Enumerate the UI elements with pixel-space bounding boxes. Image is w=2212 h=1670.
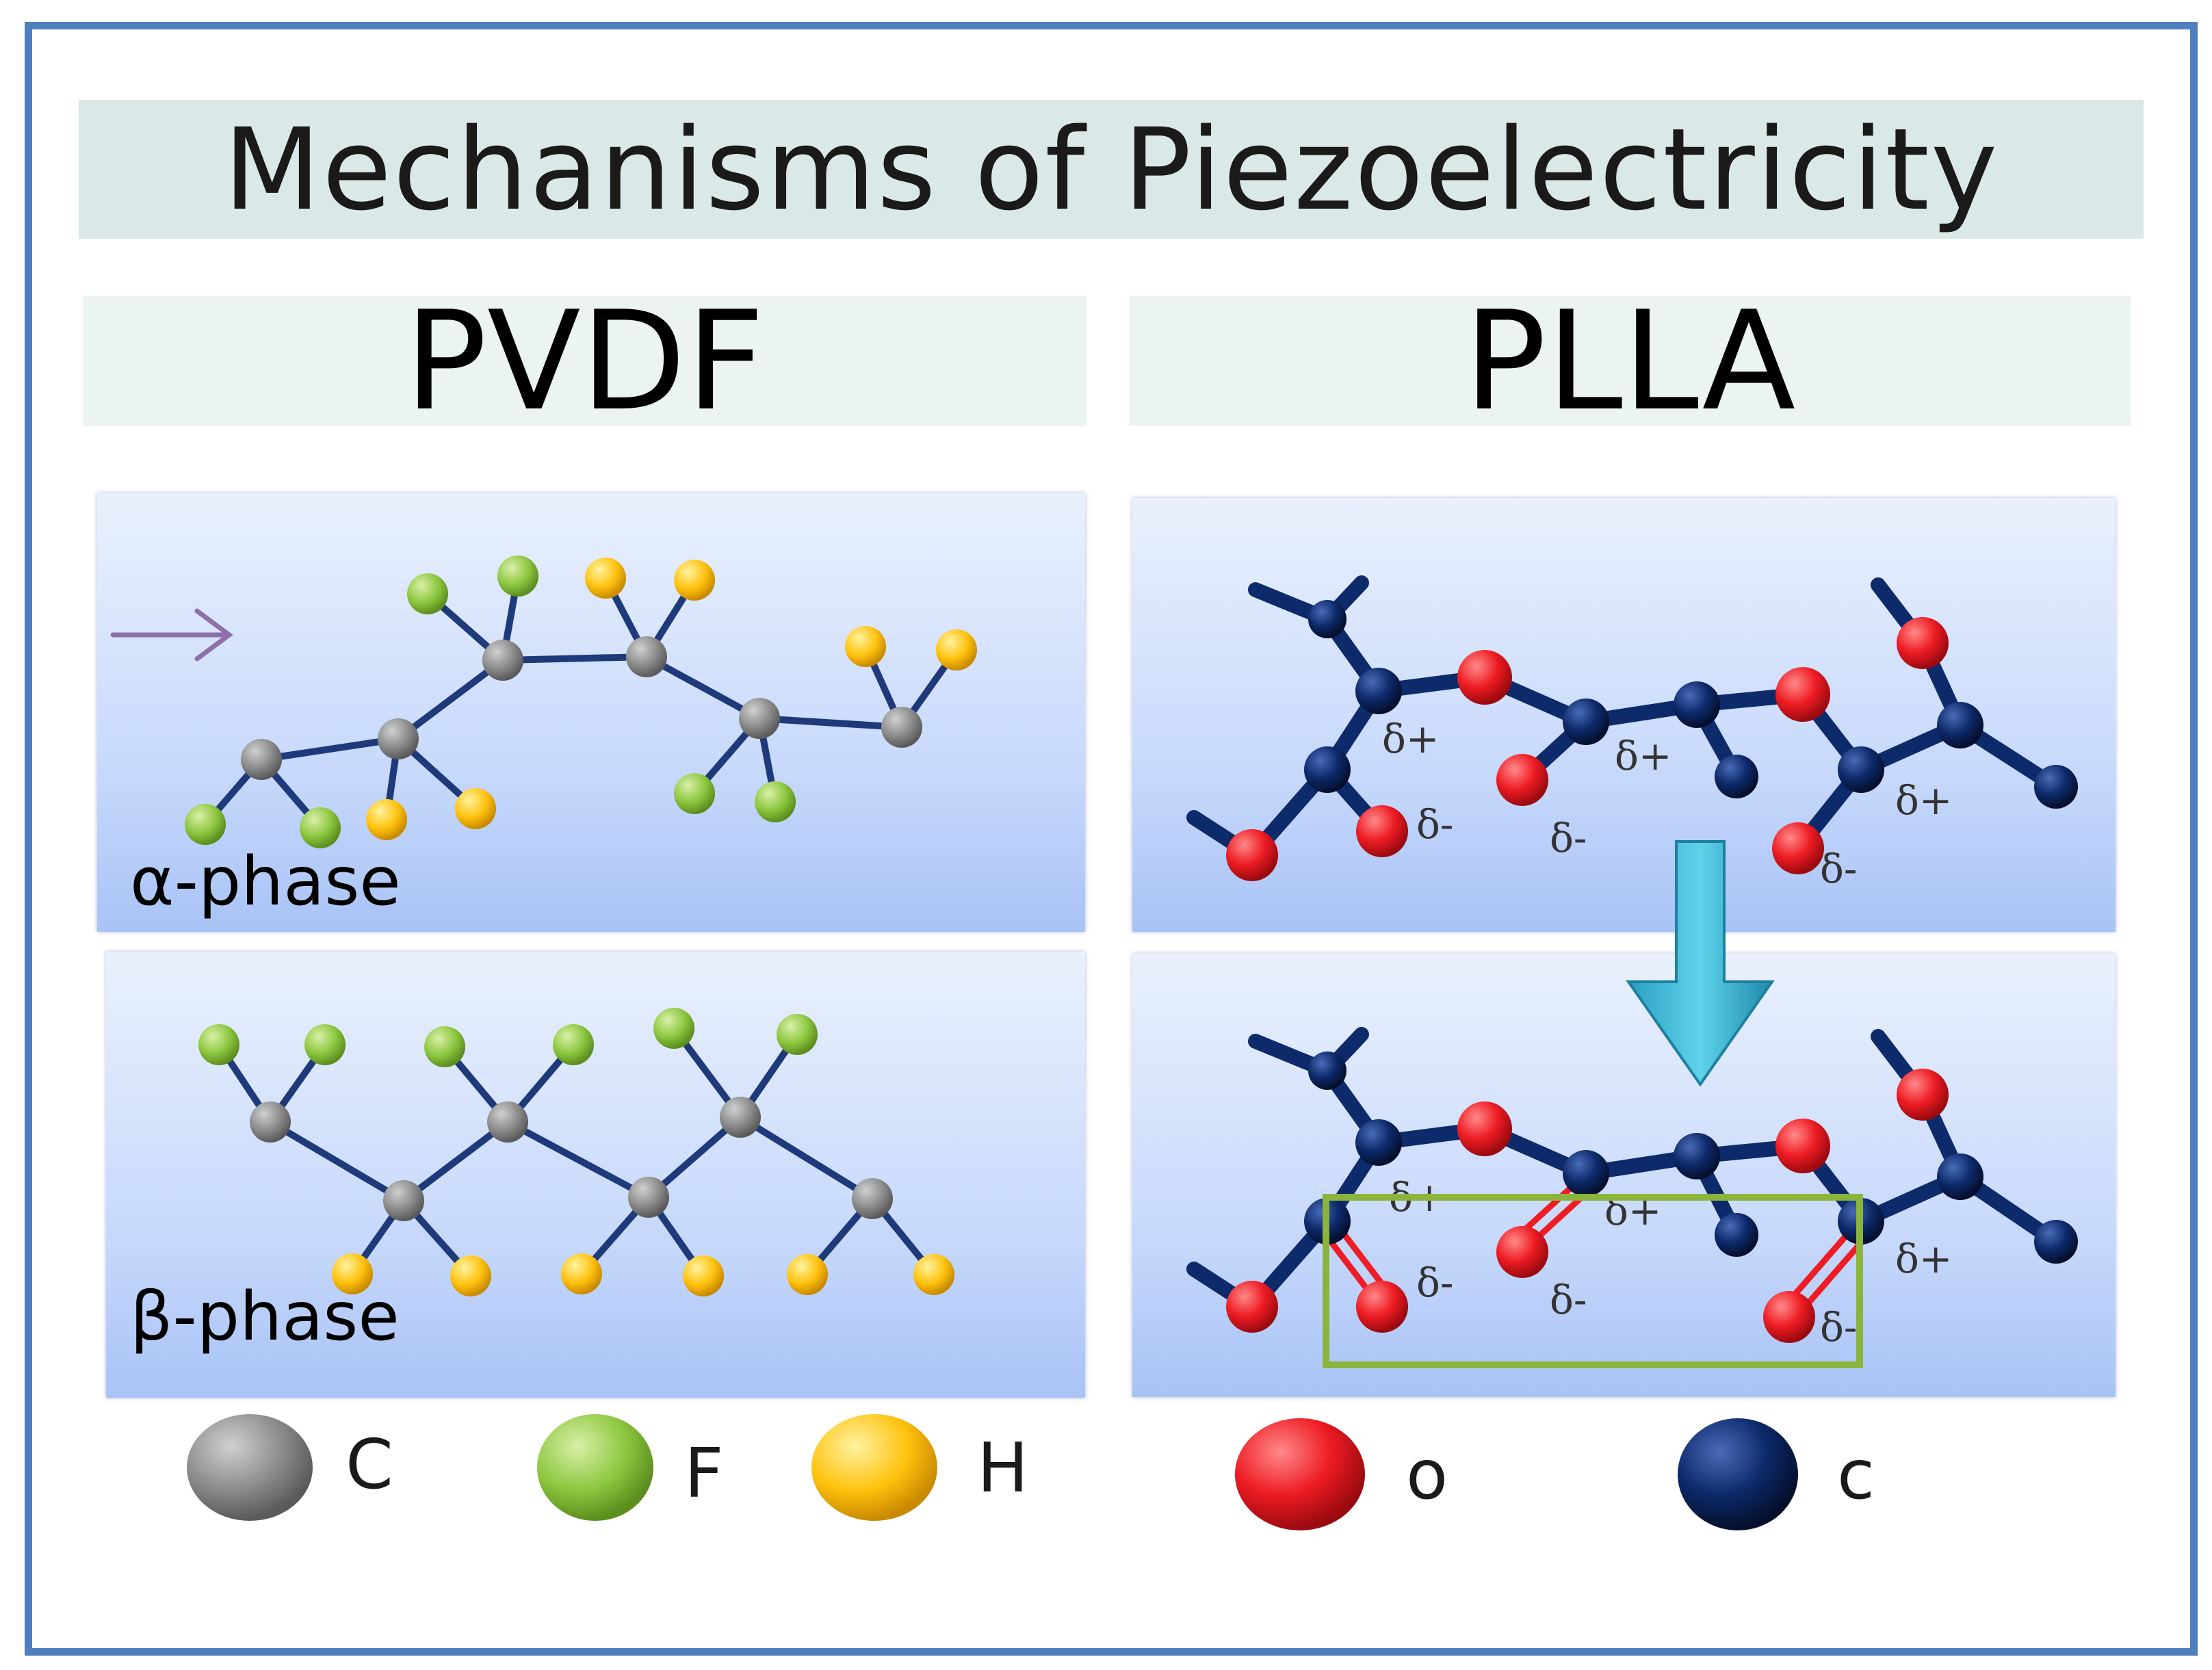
hydrogen-atoms [332, 1253, 954, 1296]
svg-text:δ-: δ- [1416, 1260, 1454, 1306]
svg-text:δ+: δ+ [1895, 1236, 1953, 1282]
plla-heading: PLLA [1129, 282, 2131, 441]
plla-bottom-molecule: δ+ δ- δ+ δ- δ+ δ- [1186, 1027, 2078, 1368]
legend-c-label: C [346, 1424, 393, 1504]
svg-text:δ+: δ+ [1895, 777, 1953, 824]
svg-text:δ-: δ- [1550, 1277, 1587, 1323]
svg-text:δ-: δ- [1820, 846, 1858, 892]
pvdf-alpha-molecule [185, 556, 977, 848]
alpha-phase-label: α-phase [130, 843, 401, 921]
purple-arrow-icon [110, 608, 233, 662]
fluorine-atoms [198, 1008, 818, 1067]
svg-text:δ-: δ- [1820, 1304, 1858, 1351]
carbon-atoms [241, 636, 922, 780]
plla-heading-label: PLLA [1463, 281, 1796, 441]
highlight-box [1323, 1194, 1863, 1368]
carbon-atoms [1304, 1052, 2078, 1264]
charge-labels: δ+ δ- δ+ δ- δ+ δ- [1382, 716, 1953, 892]
legend-plla: o c [1235, 1418, 1875, 1530]
svg-text:δ-: δ- [1416, 801, 1454, 848]
legend-pvdf: C F H [187, 1414, 1028, 1521]
carbon-atoms [1304, 600, 2078, 809]
title-bar: Mechanisms of Piezoelectricity [79, 100, 2144, 239]
pvdf-beta-panel [106, 952, 1085, 1398]
hydrogen-atoms [366, 558, 977, 840]
svg-text:δ+: δ+ [1382, 716, 1440, 762]
oxygen-atoms [1226, 1069, 1949, 1343]
pvdf-heading-label: PVDF [404, 281, 765, 441]
legend-plla-c-label: c [1837, 1435, 1875, 1515]
fluorine-atoms [185, 556, 796, 848]
beta-phase-label: β-phase [130, 1278, 400, 1356]
pvdf-beta-molecule [198, 1008, 954, 1296]
legend-h-label: H [977, 1428, 1028, 1508]
svg-text:δ-: δ- [1550, 815, 1587, 861]
legend-o-label: o [1406, 1435, 1448, 1515]
pvdf-heading: PVDF [83, 282, 1087, 441]
svg-text:δ+: δ+ [1615, 733, 1672, 779]
figure-title: Mechanisms of Piezoelectricity [223, 103, 1999, 235]
down-arrow-icon [1626, 840, 1775, 1087]
legend-f-label: F [684, 1433, 724, 1513]
oxygen-atoms [1226, 617, 1949, 881]
carbon-atoms [250, 1097, 893, 1221]
plla-top-molecule: δ+ δ- δ+ δ- δ+ δ- [1186, 575, 2078, 892]
